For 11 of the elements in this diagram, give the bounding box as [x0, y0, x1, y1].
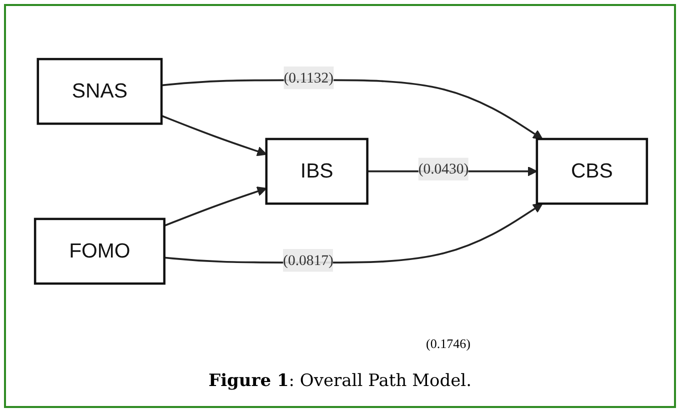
arrow [164, 186, 267, 226]
edge-label: (0.0430) [418, 160, 469, 177]
edge-label: (0.1132) [284, 68, 334, 86]
arrow [161, 114, 267, 156]
node-box: CBS [536, 138, 648, 204]
path-coefficient: (0.1746) [426, 336, 470, 351]
figure-caption: Figure 1: Overall Path Model. [208, 371, 472, 391]
node-box: SNAS [36, 58, 163, 124]
node-box: IBS [265, 138, 368, 204]
node-box: FOMO [34, 217, 166, 284]
edge-label: (0.0817) [283, 250, 334, 268]
